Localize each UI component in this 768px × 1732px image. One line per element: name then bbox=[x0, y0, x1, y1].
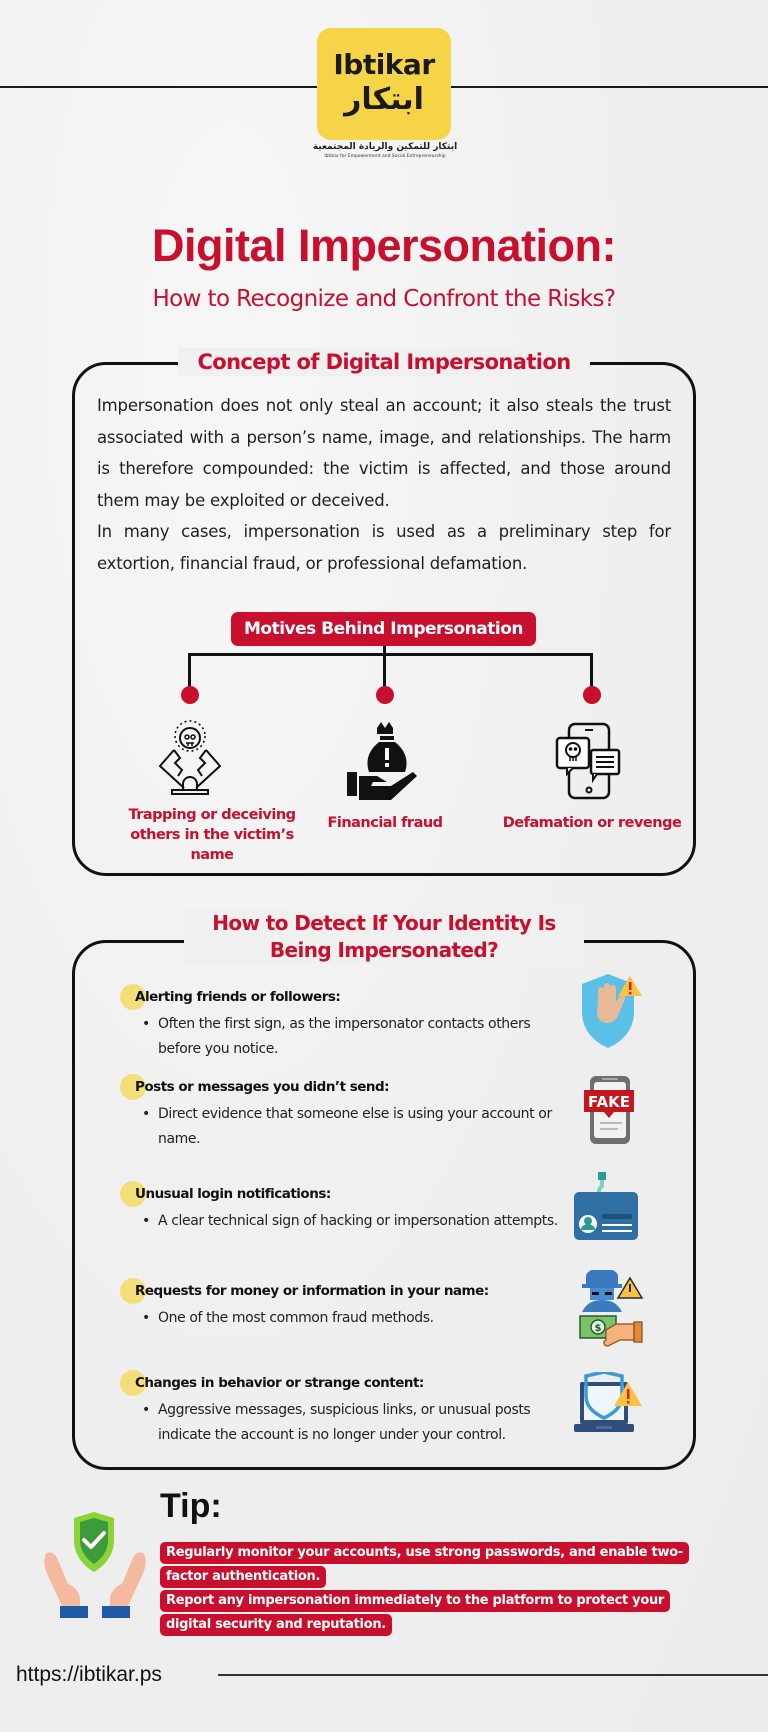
detect-item-desc: A clear technical sign of hacking or imp… bbox=[120, 1209, 560, 1234]
motive-label-2: Financial fraud bbox=[327, 815, 443, 831]
logo-tagline-ar: ابتكار للتمكين والريادة المجتمعية bbox=[312, 142, 458, 152]
motives-label: Motives Behind Impersonation bbox=[231, 612, 536, 646]
detect-item-desc: Direct evidence that someone else is usi… bbox=[120, 1102, 560, 1152]
logo: Ibtikar ابتكار bbox=[317, 28, 451, 140]
svg-text:$: $ bbox=[595, 1323, 602, 1334]
highlight-dot bbox=[120, 1074, 146, 1100]
page-subtitle: How to Recognize and Confront the Risks? bbox=[152, 286, 616, 312]
skull-trap-icon bbox=[158, 720, 222, 795]
tip-line-2: factor authentication. bbox=[160, 1566, 327, 1588]
page-title: Digital Impersonation: bbox=[151, 220, 617, 271]
highlight-dot bbox=[120, 1370, 146, 1396]
detect-item-4: Requests for money or information in you… bbox=[120, 1278, 560, 1331]
motive-label-1: Trapping or deceiving others in the vict… bbox=[128, 807, 296, 863]
detect-item-3: Unusual login notifications: A clear tec… bbox=[120, 1181, 560, 1234]
tip-title: Tip: bbox=[160, 1487, 222, 1525]
detect-heading-line1: How to Detect If Your Identity Is bbox=[212, 911, 556, 935]
tree-node-1 bbox=[181, 686, 199, 704]
tree-connector bbox=[188, 653, 593, 656]
tree-node-2 bbox=[376, 686, 394, 704]
concept-heading: Concept of Digital Impersonation bbox=[178, 348, 590, 376]
tree-branch-center bbox=[383, 653, 386, 695]
highlight-dot bbox=[120, 984, 146, 1010]
tip-line-1: Regularly monitor your accounts, use str… bbox=[160, 1542, 689, 1564]
detect-item-desc: Often the first sign, as the impersonato… bbox=[120, 1012, 560, 1062]
detect-heading: How to Detect If Your Identity Is Being … bbox=[184, 910, 584, 964]
logo-tagline-en: Ibtikar for Empowerment and Social Entre… bbox=[324, 154, 446, 159]
phone-skull-message-icon bbox=[555, 722, 621, 800]
detect-item-desc: One of the most common fraud methods. bbox=[120, 1306, 560, 1331]
detect-item-5: Changes in behavior or strange content: … bbox=[120, 1370, 560, 1448]
fake-phone-icon: FAKE bbox=[584, 1076, 634, 1144]
detect-item-title: Unusual login notifications: bbox=[135, 1186, 331, 1202]
footer-url-link[interactable]: https://ibtikar.ps bbox=[16, 1663, 162, 1686]
concept-text: Impersonation does not only steal an acc… bbox=[97, 390, 671, 579]
svg-text:FAKE: FAKE bbox=[588, 1093, 630, 1111]
tree-branch-right bbox=[590, 653, 593, 695]
detect-item-desc: Aggressive messages, suspicious links, o… bbox=[120, 1398, 560, 1448]
highlight-dot bbox=[120, 1181, 146, 1207]
concept-paragraph-2: In many cases, impersonation is used as … bbox=[97, 522, 671, 573]
motive-label-3: Defamation or revenge bbox=[502, 815, 682, 831]
laptop-shield-warning-icon bbox=[574, 1372, 642, 1432]
tip-line-3: Report any impersonation immediately to … bbox=[160, 1590, 671, 1612]
logo-name-en: Ibtikar bbox=[333, 48, 435, 81]
highlight-dot bbox=[120, 1278, 146, 1304]
tree-node-3 bbox=[583, 686, 601, 704]
detect-item-title: Changes in behavior or strange content: bbox=[135, 1375, 424, 1391]
concept-paragraph-1: Impersonation does not only steal an acc… bbox=[97, 396, 671, 510]
id-card-hook-icon bbox=[574, 1172, 638, 1240]
tree-branch-left bbox=[188, 653, 191, 695]
detect-item-title: Alerting friends or followers: bbox=[135, 989, 341, 1005]
tree-stem-center bbox=[383, 646, 386, 656]
detect-item-title: Requests for money or information in you… bbox=[135, 1283, 489, 1299]
money-bag-hand-icon bbox=[347, 722, 417, 800]
spy-money-warning-icon: $ bbox=[579, 1270, 644, 1347]
footer-divider bbox=[218, 1674, 768, 1676]
detect-heading-line2: Being Impersonated? bbox=[269, 938, 499, 962]
detect-item-1: Alerting friends or followers: Often the… bbox=[120, 984, 560, 1062]
detect-item-2: Posts or messages you didn’t send: Direc… bbox=[120, 1074, 560, 1152]
logo-name-ar: ابتكار bbox=[344, 82, 424, 117]
shield-hand-warning-icon bbox=[582, 974, 642, 1048]
hands-shield-check-icon bbox=[44, 1512, 146, 1618]
detect-item-title: Posts or messages you didn’t send: bbox=[135, 1079, 390, 1095]
tip-line-4: digital security and reputation. bbox=[160, 1614, 392, 1636]
